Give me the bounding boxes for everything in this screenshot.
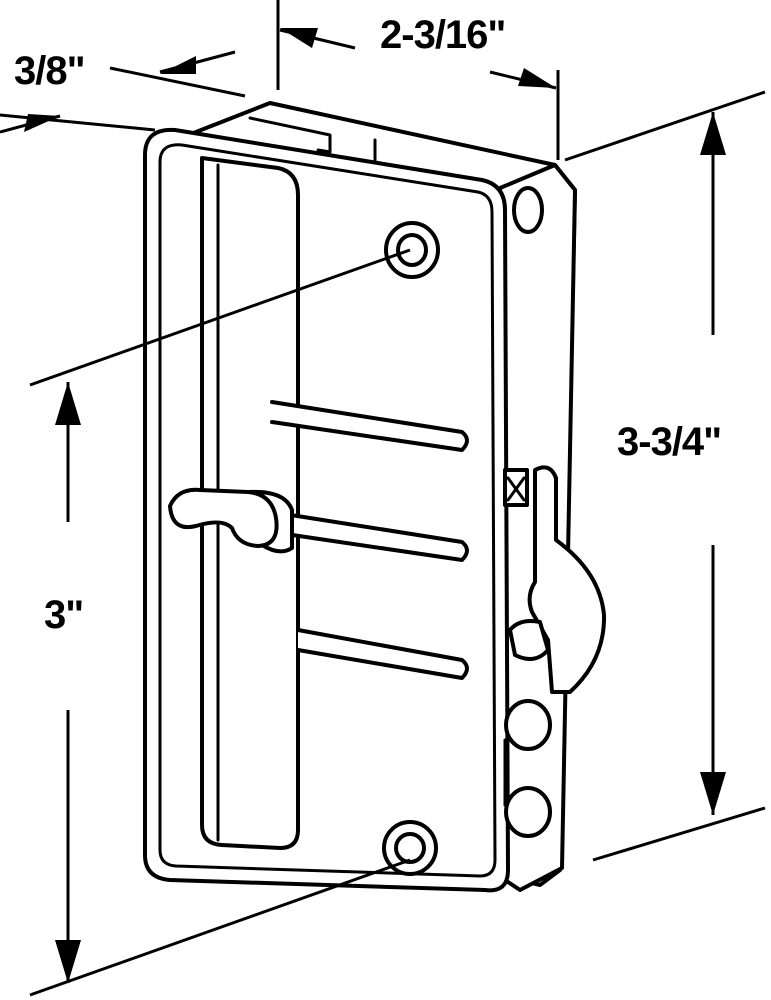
hole-spacing-dimension-label: 3" [44,593,83,637]
bottom-screw-hole [382,820,438,876]
latch-lever [168,487,294,554]
hook-latch [503,186,607,838]
latch-body [143,101,607,893]
height-dimension-label: 3-3/4" [617,420,721,464]
width-dimension-label: 2-3/16" [380,13,505,57]
adjustment-slots [270,400,469,680]
depth-dimension-label: 3/8" [14,49,85,93]
top-screw-hole [384,221,440,279]
